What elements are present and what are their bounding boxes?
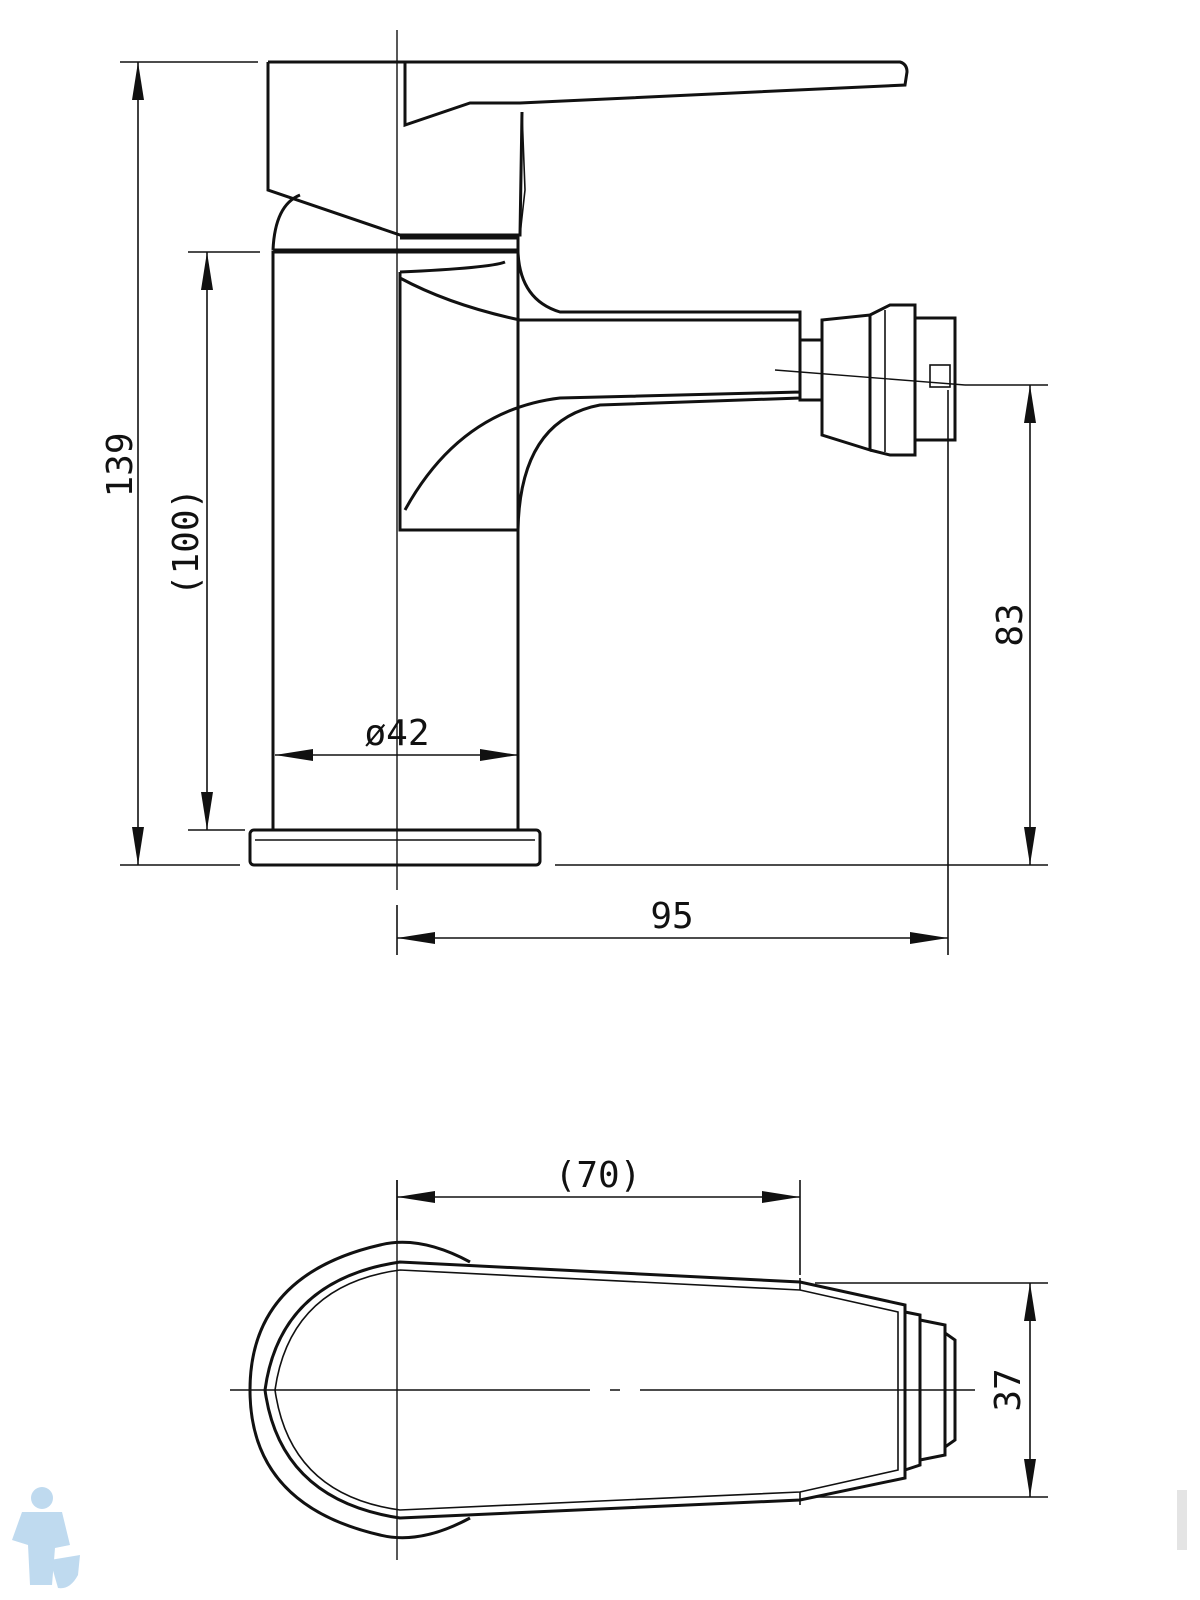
lever-outline: [263, 1260, 907, 1520]
base-outline: [248, 1240, 471, 1540]
base-plate: [248, 828, 542, 867]
plumber-logo-watermark: [12, 1487, 80, 1589]
dim-spout-reach: 95: [650, 896, 693, 937]
dim-total-height: 139: [100, 432, 141, 497]
handle-lever: [266, 60, 909, 237]
dim-base-diameter: ø42: [364, 713, 429, 754]
dim-lever-length: (70): [555, 1155, 642, 1196]
aerator-top: [904, 1310, 957, 1472]
dim-spout-height: 83: [990, 603, 1031, 646]
aerator: [798, 303, 957, 457]
dim-spout-width: 37: [988, 1368, 1029, 1411]
cartridge-dome: [271, 193, 520, 252]
top-view: (70) 37: [230, 1155, 1048, 1560]
side-watermark: [1177, 1490, 1187, 1550]
dim-body-height: (100): [166, 488, 207, 596]
side-view: 139 (100) ø42 83 95: [100, 30, 1048, 955]
spout: [398, 251, 802, 532]
